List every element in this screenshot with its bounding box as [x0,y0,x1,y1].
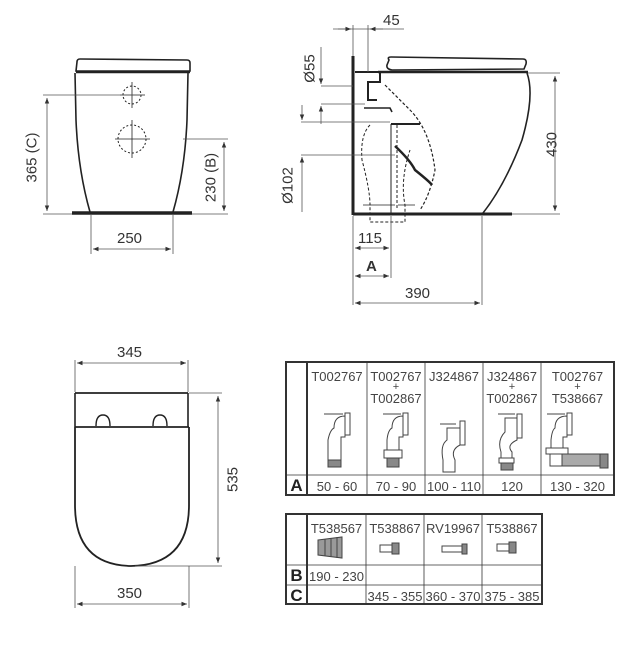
pan-connector-elbow-extension-icon [383,412,409,468]
table-a-row-label: A [290,476,303,495]
table-c-row-label: C [290,586,303,605]
part-code: T538567 [310,521,363,536]
straight-pipe-icon [441,543,468,555]
side-pipe-large-label: Ø102 [279,167,297,204]
side-pipe-small-label: Ø55 [301,54,319,83]
range-value: 50 - 60 [316,479,358,494]
range-c-value: 360 - 370 [425,589,481,604]
short-connector-icon [379,542,400,555]
front-view [43,58,228,254]
plus-sign: + [508,381,516,393]
range-value: 130 - 320 [550,479,605,494]
side-view [299,25,560,306]
part-code: T002867 [370,391,422,406]
pan-connector-elbow-icon [324,412,351,468]
offset-pan-connector-extension-icon [498,413,523,471]
plus-sign: + [392,381,400,393]
short-connector-icon [496,541,517,554]
part-code: RV19967 [426,521,480,536]
front-width-label: 250 [117,230,143,247]
range-c-value: 375 - 385 [484,589,540,604]
table-a-grid [285,361,615,496]
table-a-icons [324,412,609,473]
top-view [74,360,222,608]
part-code: T002767 [551,369,604,384]
top-length-label: 535 [224,466,242,493]
side-a-label: A [366,258,377,275]
part-code: T538867 [369,521,421,536]
range-value: 100 - 110 [427,479,481,494]
part-code: J324867 [429,369,479,384]
bottom-width-label: 350 [117,585,143,602]
side-outlet-offset-label: 115 [358,230,382,247]
pan-connector-flexible-icon [545,412,609,469]
range-value: 120 [501,479,523,494]
range-b-value: 190 - 230 [309,569,364,584]
part-code: J324867 [487,369,537,384]
table-bc-icons [317,536,517,559]
table-bc-grid [285,513,543,605]
part-code: T002767 [311,369,363,384]
part-code: T002867 [486,391,538,406]
part-code: T538667 [551,391,604,406]
part-code: T538867 [486,521,538,536]
front-height-c-label: 365 (C) [23,132,41,183]
range-c-value: 345 - 355 [367,589,423,604]
side-height-label: 430 [543,131,561,158]
part-code: T002767 [370,369,422,384]
plus-sign: + [574,381,581,393]
flexible-connector-icon [317,536,343,559]
offset-pan-connector-icon [440,420,466,473]
range-value: 70 - 90 [375,479,417,494]
side-top-offset-label: 45 [383,12,400,29]
side-depth-label: 390 [405,285,431,302]
top-width-label: 345 [117,344,143,361]
front-height-b-label: 230 (B) [202,152,220,203]
table-b-row-label: B [290,566,303,585]
